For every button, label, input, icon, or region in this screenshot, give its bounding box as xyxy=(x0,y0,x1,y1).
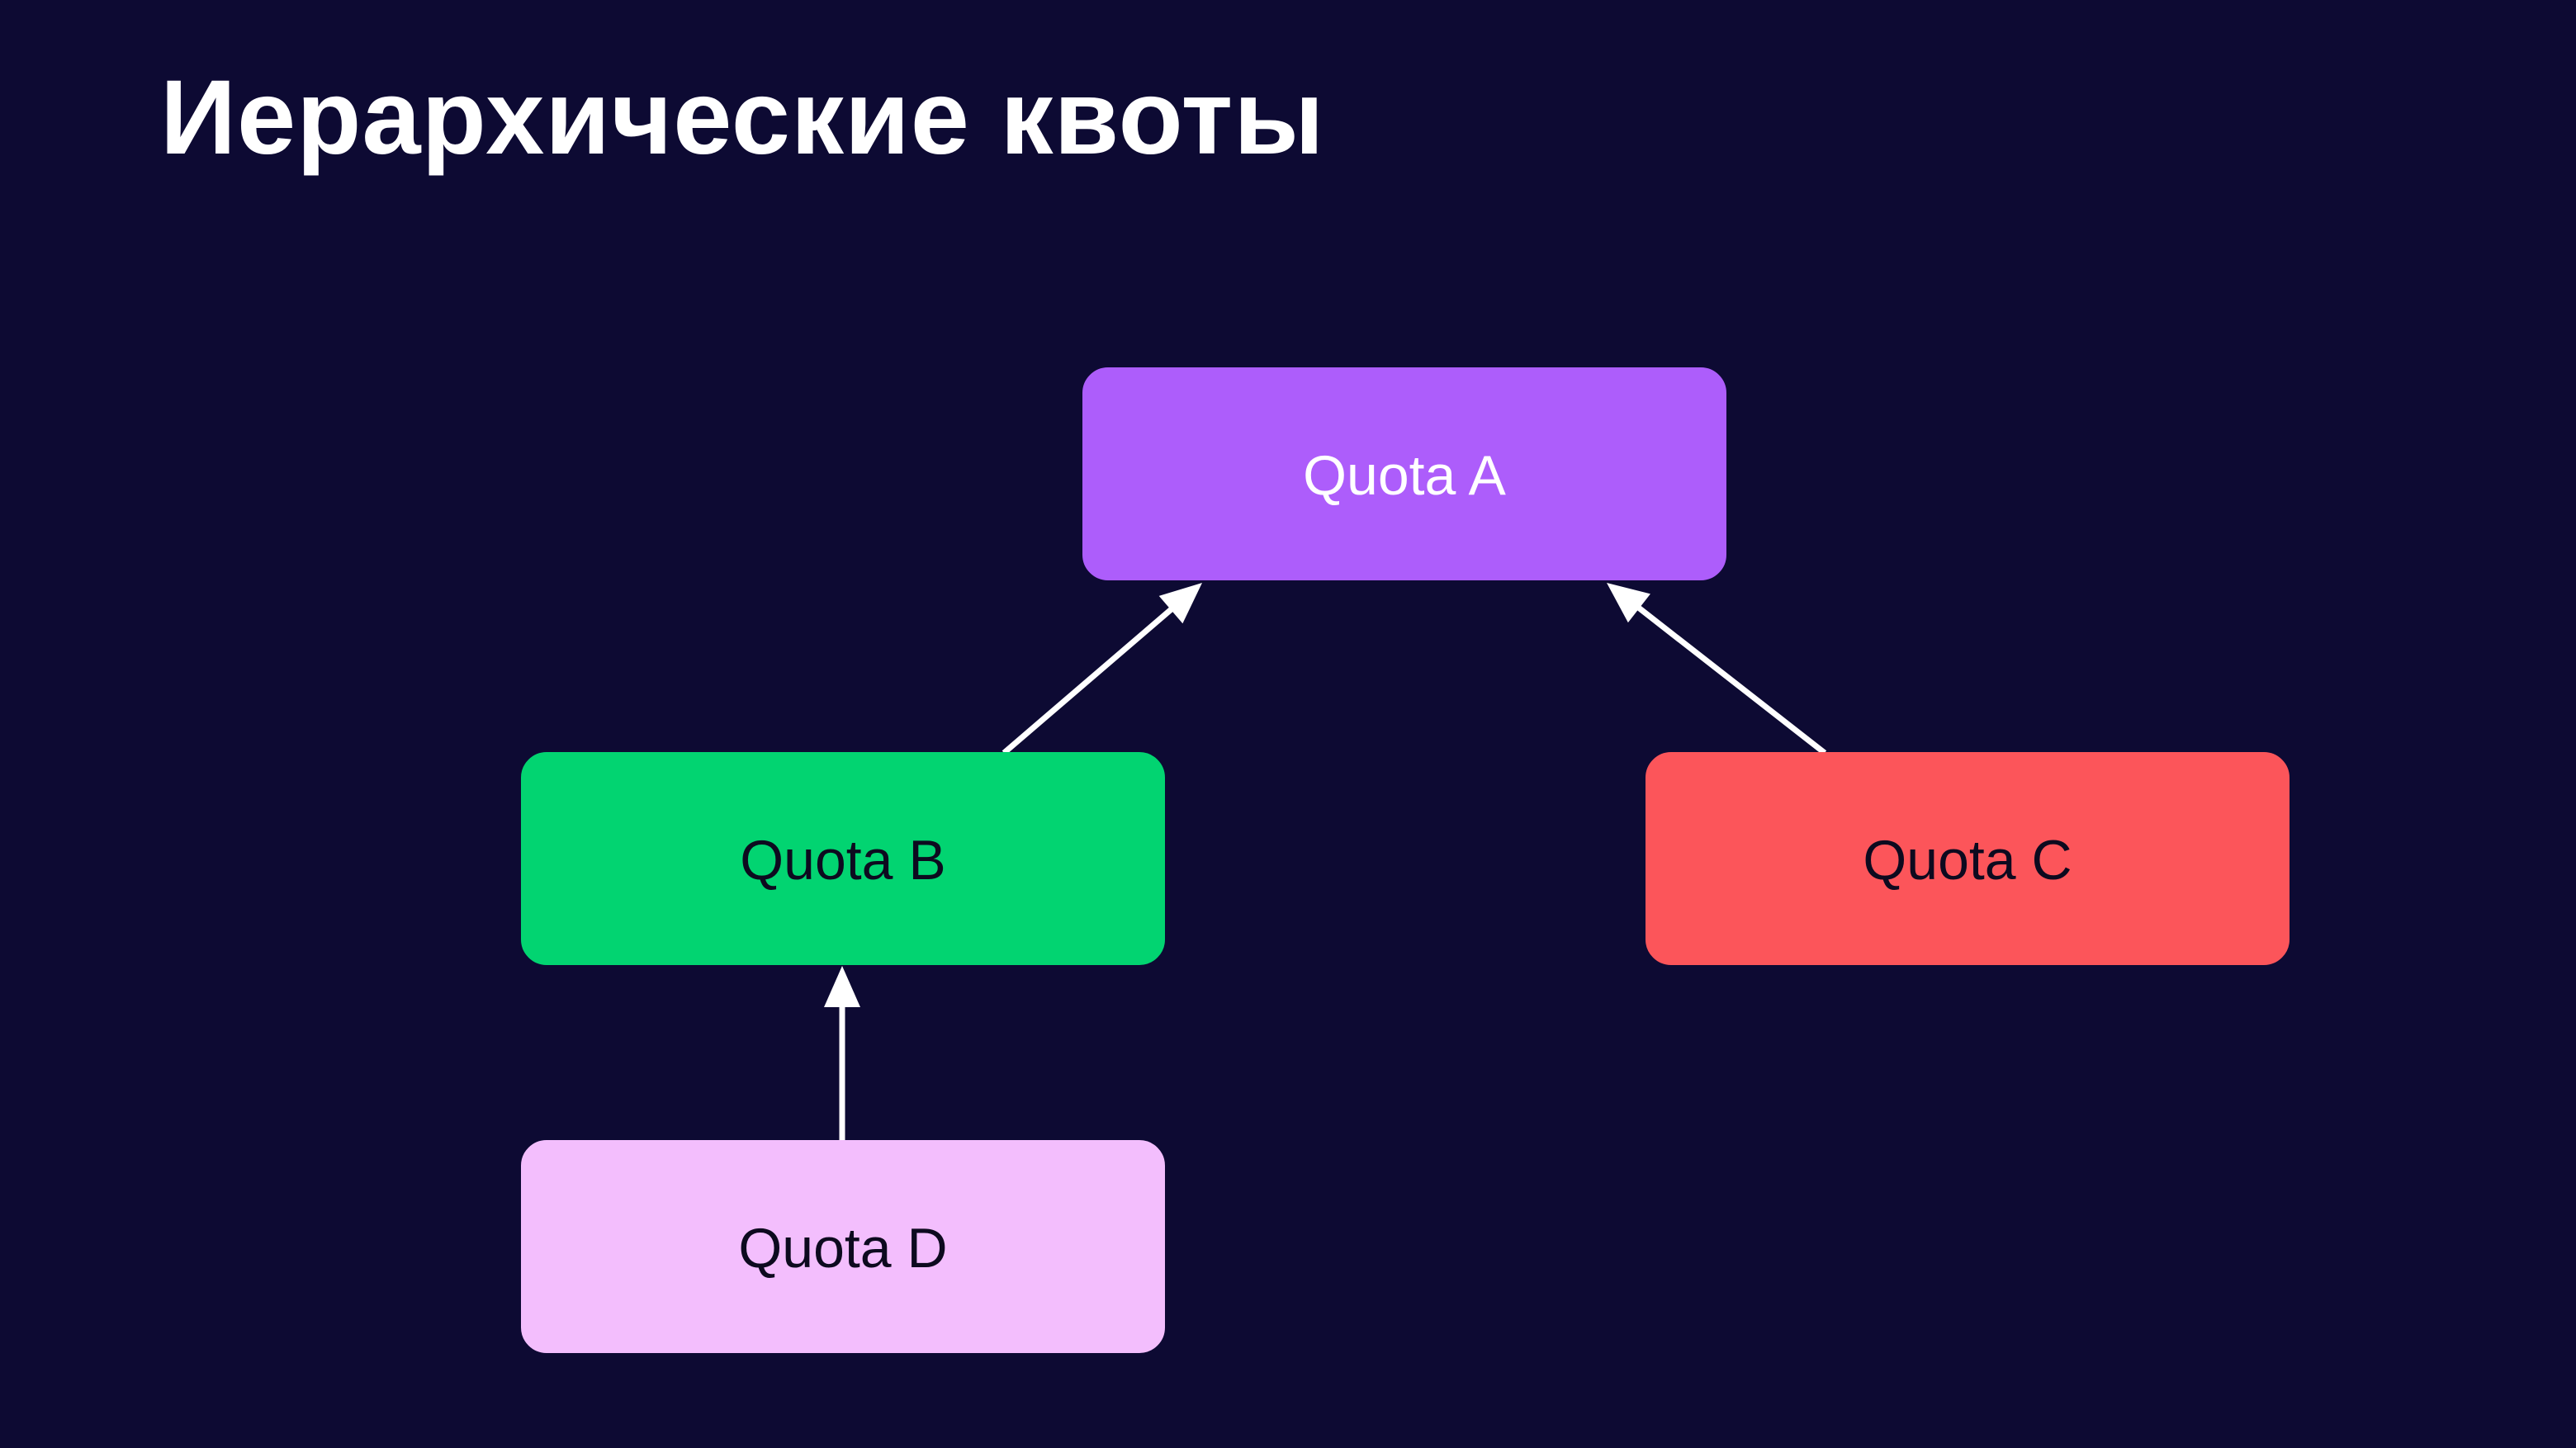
arrowhead-d-to-b xyxy=(824,966,860,1007)
node-box-a xyxy=(1082,367,1726,580)
node-label-b: Quota B xyxy=(740,829,946,892)
arrowhead-b-to-a xyxy=(1158,583,1202,624)
node-box-c xyxy=(1646,752,2290,965)
slide-title: Иерархические квоты xyxy=(160,59,1325,177)
node-label-d: Quota D xyxy=(738,1217,947,1280)
node-quota-c: Quota C xyxy=(1646,752,2290,965)
node-quota-d: Quota D xyxy=(521,1140,1165,1353)
node-quota-a: Quota A xyxy=(1082,367,1726,580)
node-label-c: Quota C xyxy=(1863,829,2072,892)
node-label-a: Quota A xyxy=(1303,444,1506,507)
node-box-d xyxy=(521,1140,1165,1353)
edge-b-to-a xyxy=(1002,605,1176,755)
arrowhead-c-to-a xyxy=(1607,583,1650,623)
edge-c-to-a xyxy=(1635,603,1827,755)
nodes-layer: Quota A Quota B Quota C Quota D xyxy=(521,367,2290,1353)
edges-layer xyxy=(824,583,1827,1141)
node-quota-b: Quota B xyxy=(521,752,1165,965)
node-box-b xyxy=(521,752,1165,965)
